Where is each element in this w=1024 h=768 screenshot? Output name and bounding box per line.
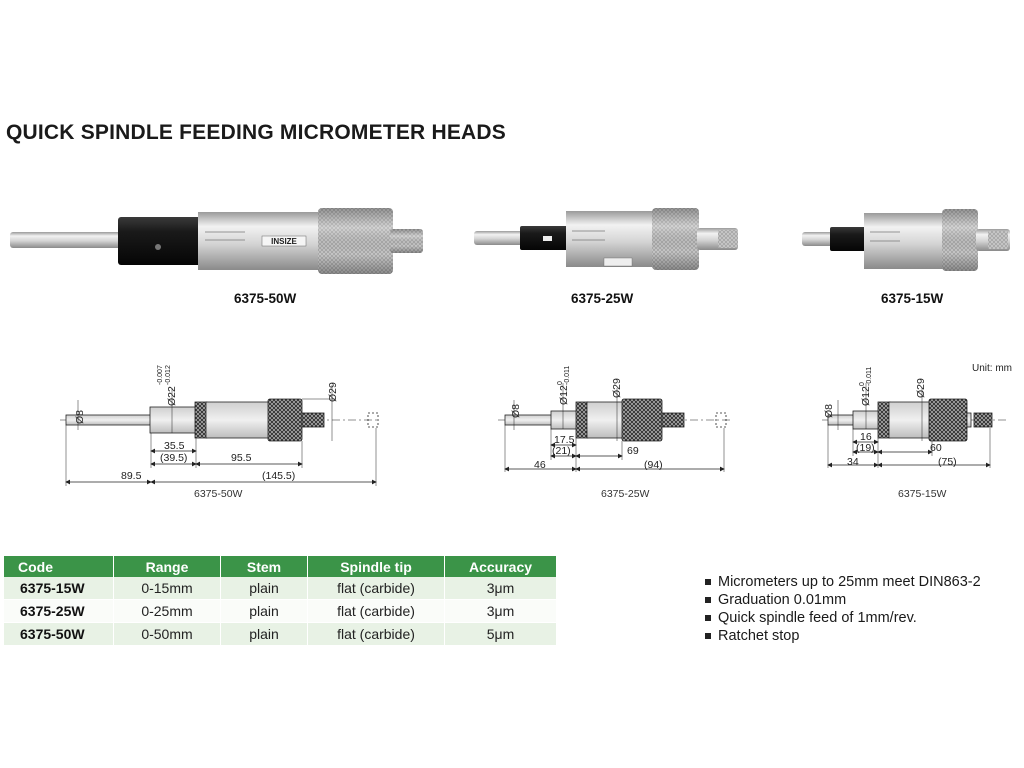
table-row: 6375-25W 0-25mm plain flat (carbide) 3μm: [4, 599, 557, 623]
stem-icon: [118, 217, 202, 265]
page-title: QUICK SPINDLE FEEDING MICROMETER HEADS: [6, 121, 506, 144]
unit-note: Unit: mm: [972, 363, 1012, 374]
table-row: 6375-50W 0-50mm plain flat (carbide) 5μm: [4, 622, 557, 646]
photo-label-50w: 6375-50W: [234, 291, 297, 306]
drawing-25w: [498, 383, 730, 472]
cell-range: 0-50mm: [113, 622, 221, 646]
dim-15w-thimble-dia: Ø29: [915, 378, 927, 398]
dim-25w-thimble-dia: Ø29: [611, 378, 623, 398]
drawing-caption-50w: 6375-50W: [194, 488, 243, 500]
dim-25w-d5: (94): [644, 459, 663, 471]
dim-15w-d4: 34: [847, 456, 859, 468]
cell-range: 0-15mm: [113, 577, 221, 600]
dim-50w-stem-dia: Ø8: [74, 410, 86, 424]
dim-15w-sleeve-dia: Ø12: [860, 386, 872, 406]
cell-stem: plain: [220, 577, 308, 600]
spindle-icon: [10, 232, 122, 248]
drawing-caption-15w: 6375-15W: [898, 488, 947, 500]
dim-50w-sleeve-dia: Ø22: [166, 386, 178, 406]
column-header-range: Range: [113, 556, 221, 577]
dim-25w-d1: 17.5: [554, 434, 575, 446]
dim-25w-tol-upper: 0: [557, 381, 564, 385]
micrometer-photo-15w: [802, 209, 1010, 271]
photo-label-25w: 6375-25W: [571, 291, 634, 306]
cell-code: 6375-50W: [4, 622, 114, 646]
dim-25w-tol-lower: -0.011: [564, 366, 571, 385]
dim-50w-d2: (39.5): [160, 452, 187, 464]
dim-15w-d5: (75): [938, 456, 957, 468]
micrometer-photo-25w: [474, 208, 738, 270]
dim-50w-d5: (145.5): [262, 470, 295, 482]
cell-accuracy: 5μm: [444, 622, 557, 646]
cell-code: 6375-25W: [4, 599, 114, 623]
cell-stem: plain: [220, 599, 308, 623]
cell-spindle-tip: flat (carbide): [307, 622, 445, 646]
cell-spindle-tip: flat (carbide): [307, 599, 445, 623]
brand-logo: INSIZE: [271, 237, 297, 246]
table-header-row: Code Range Stem Spindle tip Accuracy: [4, 556, 557, 577]
column-header-spindle-tip: Spindle tip: [307, 556, 445, 577]
dim-15w-tol-upper: 0: [859, 382, 866, 386]
table-row: 6375-15W 0-15mm plain flat (carbide) 3μm: [4, 577, 557, 600]
cell-accuracy: 3μm: [444, 599, 557, 623]
feature-item: Quick spindle feed of 1mm/rev.: [703, 609, 981, 627]
drawing-caption-25w: 6375-25W: [601, 488, 650, 500]
dim-25w-stem-dia: Ø8: [510, 404, 522, 418]
cell-range: 0-25mm: [113, 599, 221, 623]
dim-50w-tol-lower: -0.012: [165, 365, 172, 385]
dim-50w-d3: 95.5: [231, 452, 252, 464]
dim-15w-d1: 16: [860, 431, 872, 443]
feature-item: Micrometers up to 25mm meet DIN863-2: [703, 573, 981, 591]
dim-50w-d4: 89.5: [121, 470, 142, 482]
dim-25w-d3: 69: [627, 445, 639, 457]
cell-stem: plain: [220, 622, 308, 646]
spec-table: Code Range Stem Spindle tip Accuracy 637…: [4, 556, 557, 646]
dim-15w-stem-dia: Ø8: [823, 404, 835, 418]
drawing-50w: [60, 385, 380, 486]
cell-code: 6375-15W: [4, 577, 114, 600]
feature-list: Micrometers up to 25mm meet DIN863-2 Gra…: [703, 573, 981, 645]
column-header-accuracy: Accuracy: [444, 556, 557, 577]
feature-item: Graduation 0.01mm: [703, 591, 981, 609]
cell-accuracy: 3μm: [444, 577, 557, 600]
cell-spindle-tip: flat (carbide): [307, 577, 445, 600]
photo-label-15w: 6375-15W: [881, 291, 944, 306]
dim-15w-d3: 60: [930, 442, 942, 454]
drawing-15w: [822, 383, 1006, 468]
dim-25w-d4: 46: [534, 459, 546, 471]
feature-item: Ratchet stop: [703, 627, 981, 645]
column-header-code: Code: [4, 556, 114, 577]
dim-25w-d2: (21): [552, 445, 571, 457]
dim-15w-tol-lower: -0.011: [866, 367, 873, 386]
dim-50w-thimble-dia: Ø29: [327, 382, 339, 402]
dim-50w-d1: 35.5: [164, 440, 185, 452]
dim-25w-sleeve-dia: Ø12: [558, 385, 570, 405]
dim-50w-tol-upper: -0.007: [157, 365, 164, 385]
micrometer-photo-50w: INSIZE: [10, 208, 423, 274]
column-header-stem: Stem: [220, 556, 308, 577]
dim-15w-d2: (19): [856, 442, 875, 454]
